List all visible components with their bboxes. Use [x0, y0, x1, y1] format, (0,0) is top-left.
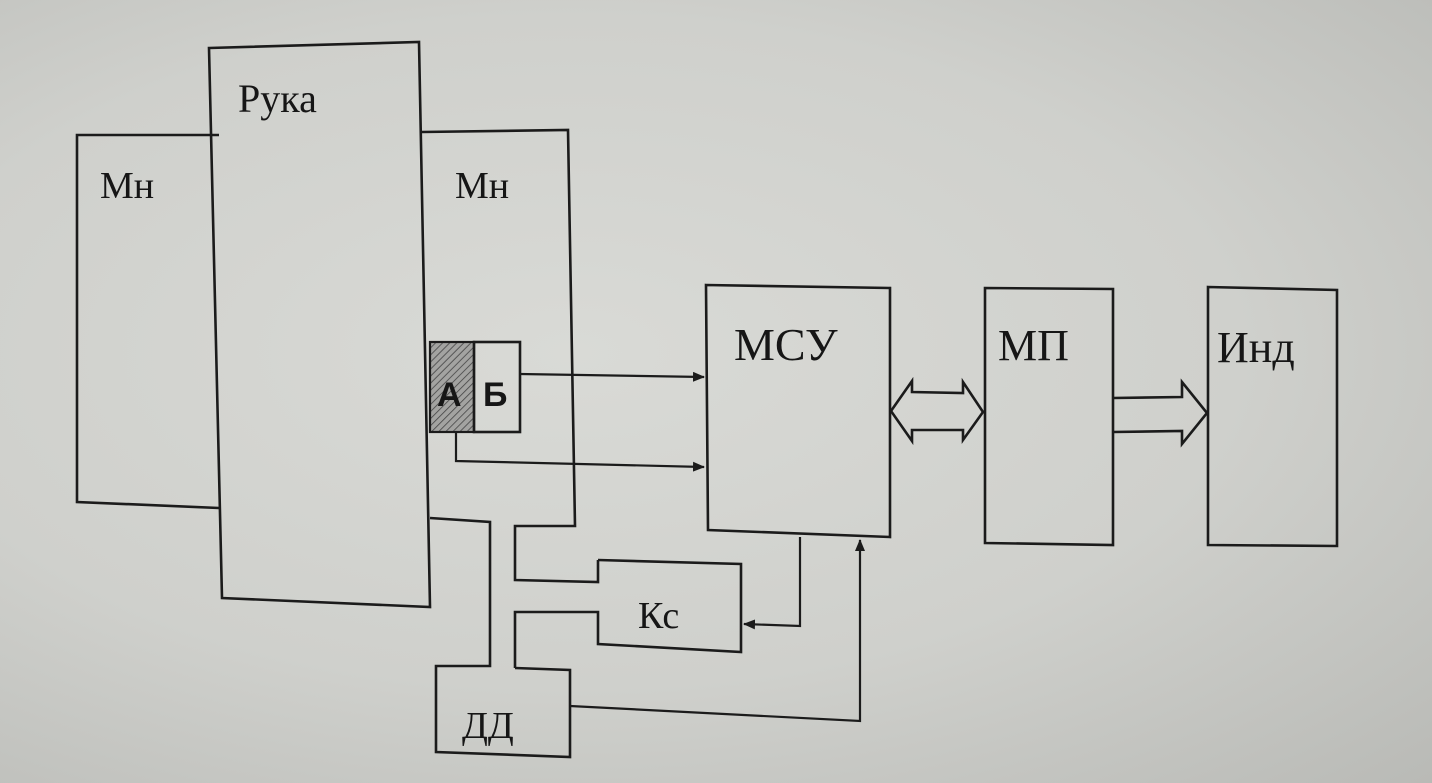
ruka-label: Рука [238, 76, 317, 121]
sensor-b [472, 340, 522, 434]
bus-msu-mp [889, 376, 985, 446]
ks-label: Кс [638, 595, 679, 637]
mn-left-block [75, 133, 220, 510]
mp-block [983, 286, 1115, 547]
dd-label: ДД [462, 705, 514, 747]
arrow-b-to-msu [519, 371, 705, 382]
mp-label: МП [998, 321, 1069, 370]
ind-label: Инд [1217, 323, 1295, 372]
msu-block [704, 283, 892, 539]
sensor-b-label: Б [483, 376, 507, 414]
mn-right-block [421, 128, 600, 584]
msu-label: МСУ [734, 319, 838, 370]
bus-mp-ind [1112, 378, 1209, 448]
mn-left-label: Мн [100, 165, 154, 207]
arrow-a-to-msu [454, 432, 705, 472]
mn-right-label: Мн [455, 165, 509, 207]
arrow-msu-to-ks [743, 537, 802, 630]
dd-block [429, 516, 572, 759]
ind-block [1206, 285, 1339, 548]
ks-block [513, 558, 743, 668]
ruka-block [207, 40, 432, 609]
arrow-dd-to-msu [569, 539, 865, 723]
sensor-a-label: А [437, 376, 462, 414]
